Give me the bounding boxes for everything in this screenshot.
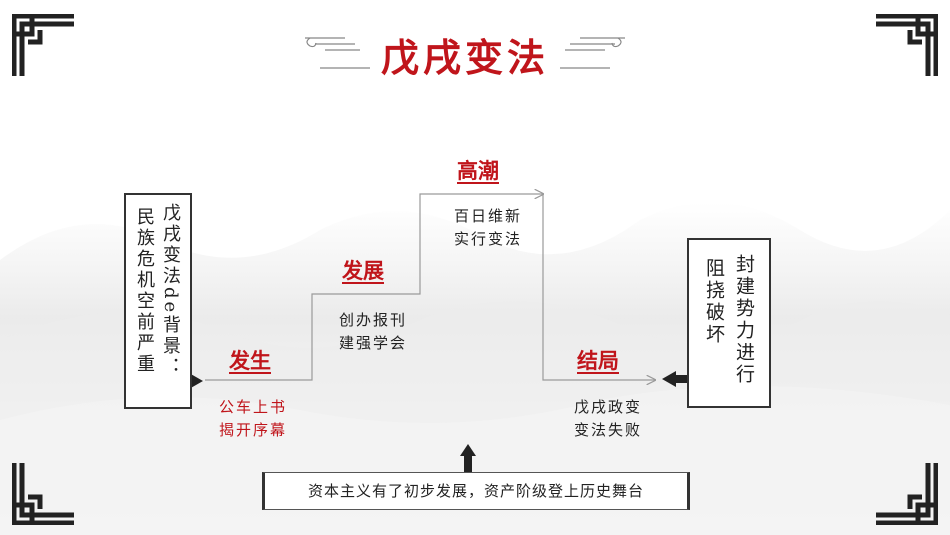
corner-ornament-top-right — [874, 14, 938, 78]
stage-text-line: 实行变法 — [453, 230, 522, 248]
background-text-col2: 民族危机空前严重 — [134, 207, 155, 375]
corner-ornament-bottom-left — [12, 461, 76, 525]
page-title: 戊戌变法 — [380, 35, 549, 80]
stage-text-line: 建强学会 — [338, 334, 407, 352]
up-arrow-icon — [460, 444, 476, 472]
stage-text-line: 变法失败 — [573, 421, 642, 439]
stage-label-jieju: 结局 — [577, 348, 619, 373]
stage-label-fasheng: 发生 — [229, 348, 271, 373]
obstruction-text-col2: 阻挠破坏 — [703, 258, 725, 346]
stage-text-fazhan: 创办报刊 建强学会 — [318, 309, 428, 355]
stage-text-line: 戊戌政变 — [573, 398, 642, 416]
capitalism-note-text: 资本主义有了初步发展，资产阶级登上历史舞台 — [307, 482, 644, 500]
cloud-ornament — [305, 37, 625, 69]
corner-ornament-top-left — [12, 14, 76, 78]
stage-text-fasheng: 公车上书 揭开序幕 — [198, 396, 308, 442]
stage-label-gaochao: 高潮 — [457, 158, 499, 183]
left-arrow-icon — [662, 371, 698, 387]
stage-text-jieju: 戊戌政变 变法失败 — [553, 396, 663, 442]
obstruction-text-col1: 封建势力进行 — [733, 254, 755, 386]
background-scroll-box: 戊戌变法de背景： 民族危机空前严重 — [124, 193, 192, 409]
stage-text-line: 创办报刊 — [338, 311, 407, 329]
stage-text-gaochao: 百日维新 实行变法 — [433, 205, 543, 251]
stage-label-fazhan: 发展 — [342, 258, 384, 283]
stage-text-line: 公车上书 — [218, 398, 287, 416]
background-text-col1: 戊戌变法de背景： — [160, 203, 181, 379]
obstruction-scroll-box: 封建势力进行 阻挠破坏 — [687, 238, 771, 408]
corner-ornament-bottom-right — [874, 461, 938, 525]
capitalism-note-box: 资本主义有了初步发展，资产阶级登上历史舞台 — [262, 472, 690, 510]
stage-text-line: 揭开序幕 — [218, 421, 287, 439]
stage-text-line: 百日维新 — [453, 207, 522, 225]
